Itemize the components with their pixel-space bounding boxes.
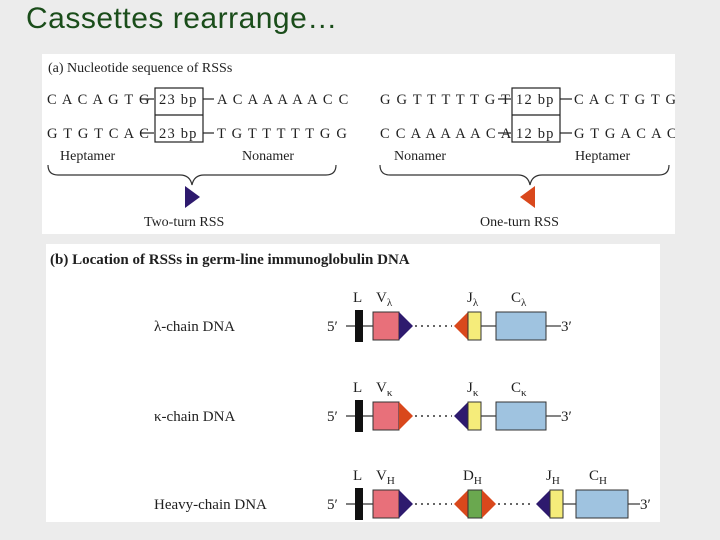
- panel-b-heading: (b) Location of RSSs in germ-line immuno…: [50, 252, 410, 268]
- one-turn-rss-icon: [454, 490, 468, 518]
- panel-a-figure: (a) Nucleotide sequence of RSSs C A C A …: [47, 61, 677, 230]
- slide-title: Cassettes rearrange…: [26, 2, 338, 35]
- v-label: Vκ: [376, 380, 393, 399]
- right-nonamer-label: Nonamer: [394, 149, 446, 164]
- one-turn-rss-icon: [482, 490, 496, 518]
- panel-b-rss-locations: (b) Location of RSSs in germ-line immuno…: [46, 244, 660, 522]
- c-segment: [495, 311, 547, 341]
- one-turn-rss-triangle-icon: [520, 186, 535, 208]
- leader-segment: [355, 310, 363, 342]
- v-segment: [372, 401, 400, 431]
- left-nonamer-label: Nonamer: [242, 149, 294, 164]
- one-turn-rss-icon: [454, 312, 468, 340]
- right-bottom-spacer: 12 bp: [516, 126, 555, 142]
- panel-a-heading: (a) Nucleotide sequence of RSSs: [48, 61, 232, 76]
- j-label: JH: [546, 468, 560, 487]
- right-brace: [379, 164, 670, 186]
- left-top-spacer: 23 bp: [159, 92, 198, 108]
- panel-a-rss-sequences: (a) Nucleotide sequence of RSSs C A C A …: [42, 54, 677, 234]
- c-label: CH: [589, 468, 607, 487]
- d-label: DH: [463, 468, 482, 487]
- row-label: Heavy-chain DNA: [154, 497, 267, 513]
- j-segment: [549, 489, 564, 519]
- left-bottom-nonamer: T G T T T T T G G: [217, 126, 348, 142]
- two-turn-rss-icon: [399, 490, 413, 518]
- leader-segment: [355, 488, 363, 520]
- row-label: λ-chain DNA: [154, 319, 235, 335]
- left-brace: [47, 164, 337, 186]
- v-label: VH: [376, 468, 395, 487]
- right-bottom-nonamer: C C A A A A A C A: [380, 126, 512, 142]
- right-top-spacer: 12 bp: [516, 92, 555, 108]
- one-turn-rss-icon: [399, 402, 413, 430]
- two-turn-rss-caption: Two-turn RSS: [144, 215, 224, 230]
- right-top-nonamer: G G T T T T T G T: [380, 92, 511, 108]
- one-turn-rss-caption: One-turn RSS: [480, 215, 559, 230]
- leader-segment: [355, 400, 363, 432]
- two-turn-rss-icon: [454, 402, 468, 430]
- heavy-chain-row: Heavy-chain DNA 5′ L VH DH JH CH 3′: [154, 468, 651, 520]
- left-bottom-heptamer: G T G T C A C: [47, 126, 150, 142]
- three-prime-label: 3′: [561, 409, 572, 425]
- leader-label: L: [353, 380, 362, 396]
- lambda-chain-row: λ-chain DNA 5′ L Vλ Jλ Cλ 3′: [154, 290, 572, 342]
- left-heptamer-label: Heptamer: [60, 149, 116, 164]
- leader-label: L: [353, 468, 362, 484]
- c-segment: [575, 489, 629, 519]
- panel-b-figure: (b) Location of RSSs in germ-line immuno…: [50, 252, 651, 520]
- right-heptamer-label: Heptamer: [575, 149, 631, 164]
- three-prime-label: 3′: [561, 319, 572, 335]
- row-label: κ-chain DNA: [154, 409, 235, 425]
- three-prime-label: 3′: [640, 497, 651, 513]
- c-label: Cλ: [511, 290, 527, 309]
- j-label: Jλ: [467, 290, 479, 309]
- c-label: Cκ: [511, 380, 527, 399]
- j-label: Jκ: [467, 380, 479, 399]
- d-segment: [467, 489, 483, 519]
- five-prime-label: 5′: [327, 497, 338, 513]
- five-prime-label: 5′: [327, 409, 338, 425]
- two-turn-rss-icon: [536, 490, 550, 518]
- two-turn-rss-triangle-icon: [185, 186, 200, 208]
- v-segment: [372, 311, 400, 341]
- kappa-chain-row: κ-chain DNA 5′ L Vκ Jκ Cκ 3′: [154, 380, 572, 432]
- five-prime-label: 5′: [327, 319, 338, 335]
- right-bottom-heptamer: G T G A C A C: [574, 126, 675, 142]
- j-segment: [467, 311, 482, 341]
- left-top-nonamer: A C A A A A A C C: [217, 92, 349, 108]
- j-segment: [467, 401, 482, 431]
- c-segment: [495, 401, 547, 431]
- v-segment: [372, 489, 400, 519]
- leader-label: L: [353, 290, 362, 306]
- left-bottom-spacer: 23 bp: [159, 126, 198, 142]
- left-top-heptamer: C A C A G T G: [47, 92, 151, 108]
- two-turn-rss-icon: [399, 312, 413, 340]
- v-label: Vλ: [376, 290, 393, 309]
- right-top-heptamer: C A C T G T G: [574, 92, 675, 108]
